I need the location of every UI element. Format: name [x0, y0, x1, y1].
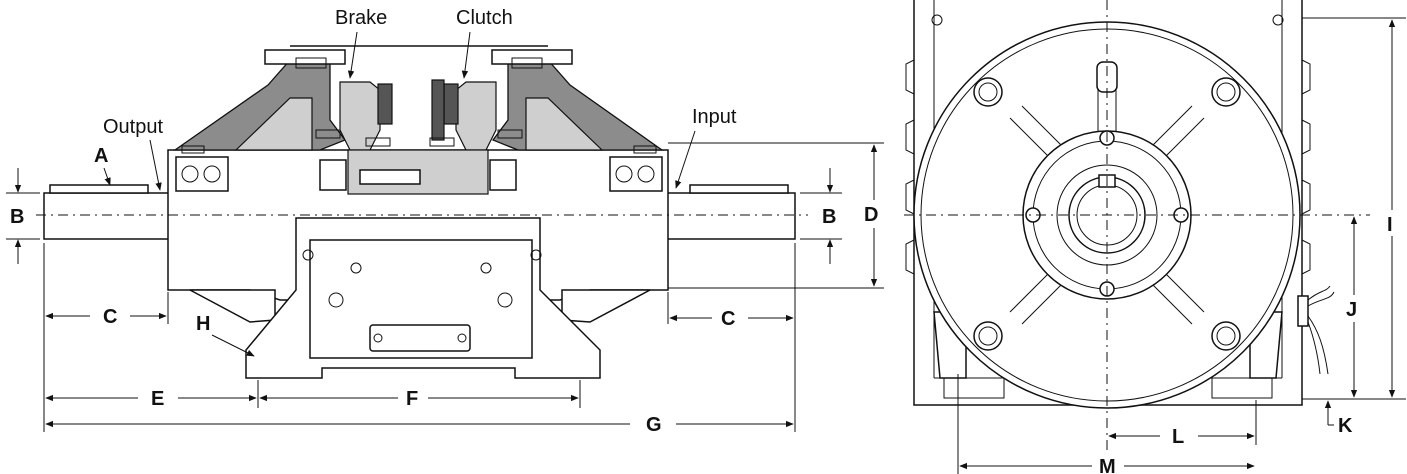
- clutch-housing-inner: [525, 97, 604, 151]
- top-cover-left: [264, 49, 346, 65]
- dimension-d: D: [864, 204, 878, 226]
- brake-disc: [339, 81, 381, 151]
- input-label: Input: [692, 106, 737, 128]
- output-shaft: [43, 192, 180, 240]
- end-bolt-top-right: [1211, 77, 1241, 107]
- center-right-bearing: [489, 159, 517, 191]
- base-hole-4: [530, 249, 542, 261]
- end-view-drawing: [904, 0, 1370, 450]
- clutch-disc: [455, 81, 497, 151]
- dimension-a: A: [94, 145, 108, 167]
- output-label: Output: [103, 116, 163, 138]
- brake-pad: [377, 83, 393, 125]
- end-bolt-bottom-right: [1211, 321, 1241, 351]
- dimension-h: H: [196, 313, 210, 335]
- base-hole-2: [350, 262, 362, 274]
- dimension-e: E: [151, 388, 164, 410]
- side-view-drawing: [36, 45, 808, 379]
- base-slot: [369, 324, 471, 352]
- end-bolt-top-left: [973, 77, 1003, 107]
- side-fins: [905, 59, 1311, 275]
- base-hole-3: [480, 262, 492, 274]
- input-shaft-key: [689, 184, 789, 194]
- dimension-k: K: [1338, 415, 1353, 437]
- dimension-g: G: [646, 414, 662, 436]
- top-cover-right: [491, 49, 573, 65]
- base-hole-1: [302, 249, 314, 261]
- brake-label: Brake: [335, 7, 387, 29]
- springs: [181, 57, 657, 154]
- dimension-i: I: [1387, 214, 1393, 236]
- dimension-b-right: B: [822, 206, 836, 228]
- clutch-pad: [443, 83, 459, 125]
- dimension-c-left: C: [103, 306, 117, 328]
- right-bearing: [609, 156, 663, 192]
- right-housing-skirt: [561, 289, 651, 323]
- dimension-m: M: [1099, 456, 1116, 474]
- dimension-f: F: [406, 388, 418, 410]
- base-slot-hole-right: [457, 333, 467, 343]
- base-hole-6: [497, 292, 513, 308]
- center-left-bearing: [319, 159, 347, 191]
- brake-housing-inner: [234, 97, 313, 151]
- dimension-j: J: [1346, 299, 1357, 321]
- center-hub-inner: [359, 169, 421, 185]
- clutch-label: Clutch: [456, 7, 513, 29]
- base-slot-hole-left: [373, 333, 383, 343]
- end-spokes: [1009, 66, 1205, 325]
- output-shaft-key: [49, 184, 149, 194]
- clutch-plate: [431, 79, 445, 141]
- end-wires: [1297, 285, 1335, 375]
- base-hole-5: [328, 292, 344, 308]
- dimension-l: L: [1172, 426, 1184, 448]
- dimension-c-right: C: [721, 308, 735, 330]
- input-shaft: [659, 192, 796, 240]
- left-bearing: [175, 156, 229, 192]
- end-bolt-bottom-left: [973, 321, 1003, 351]
- dimension-b-left: B: [10, 206, 24, 228]
